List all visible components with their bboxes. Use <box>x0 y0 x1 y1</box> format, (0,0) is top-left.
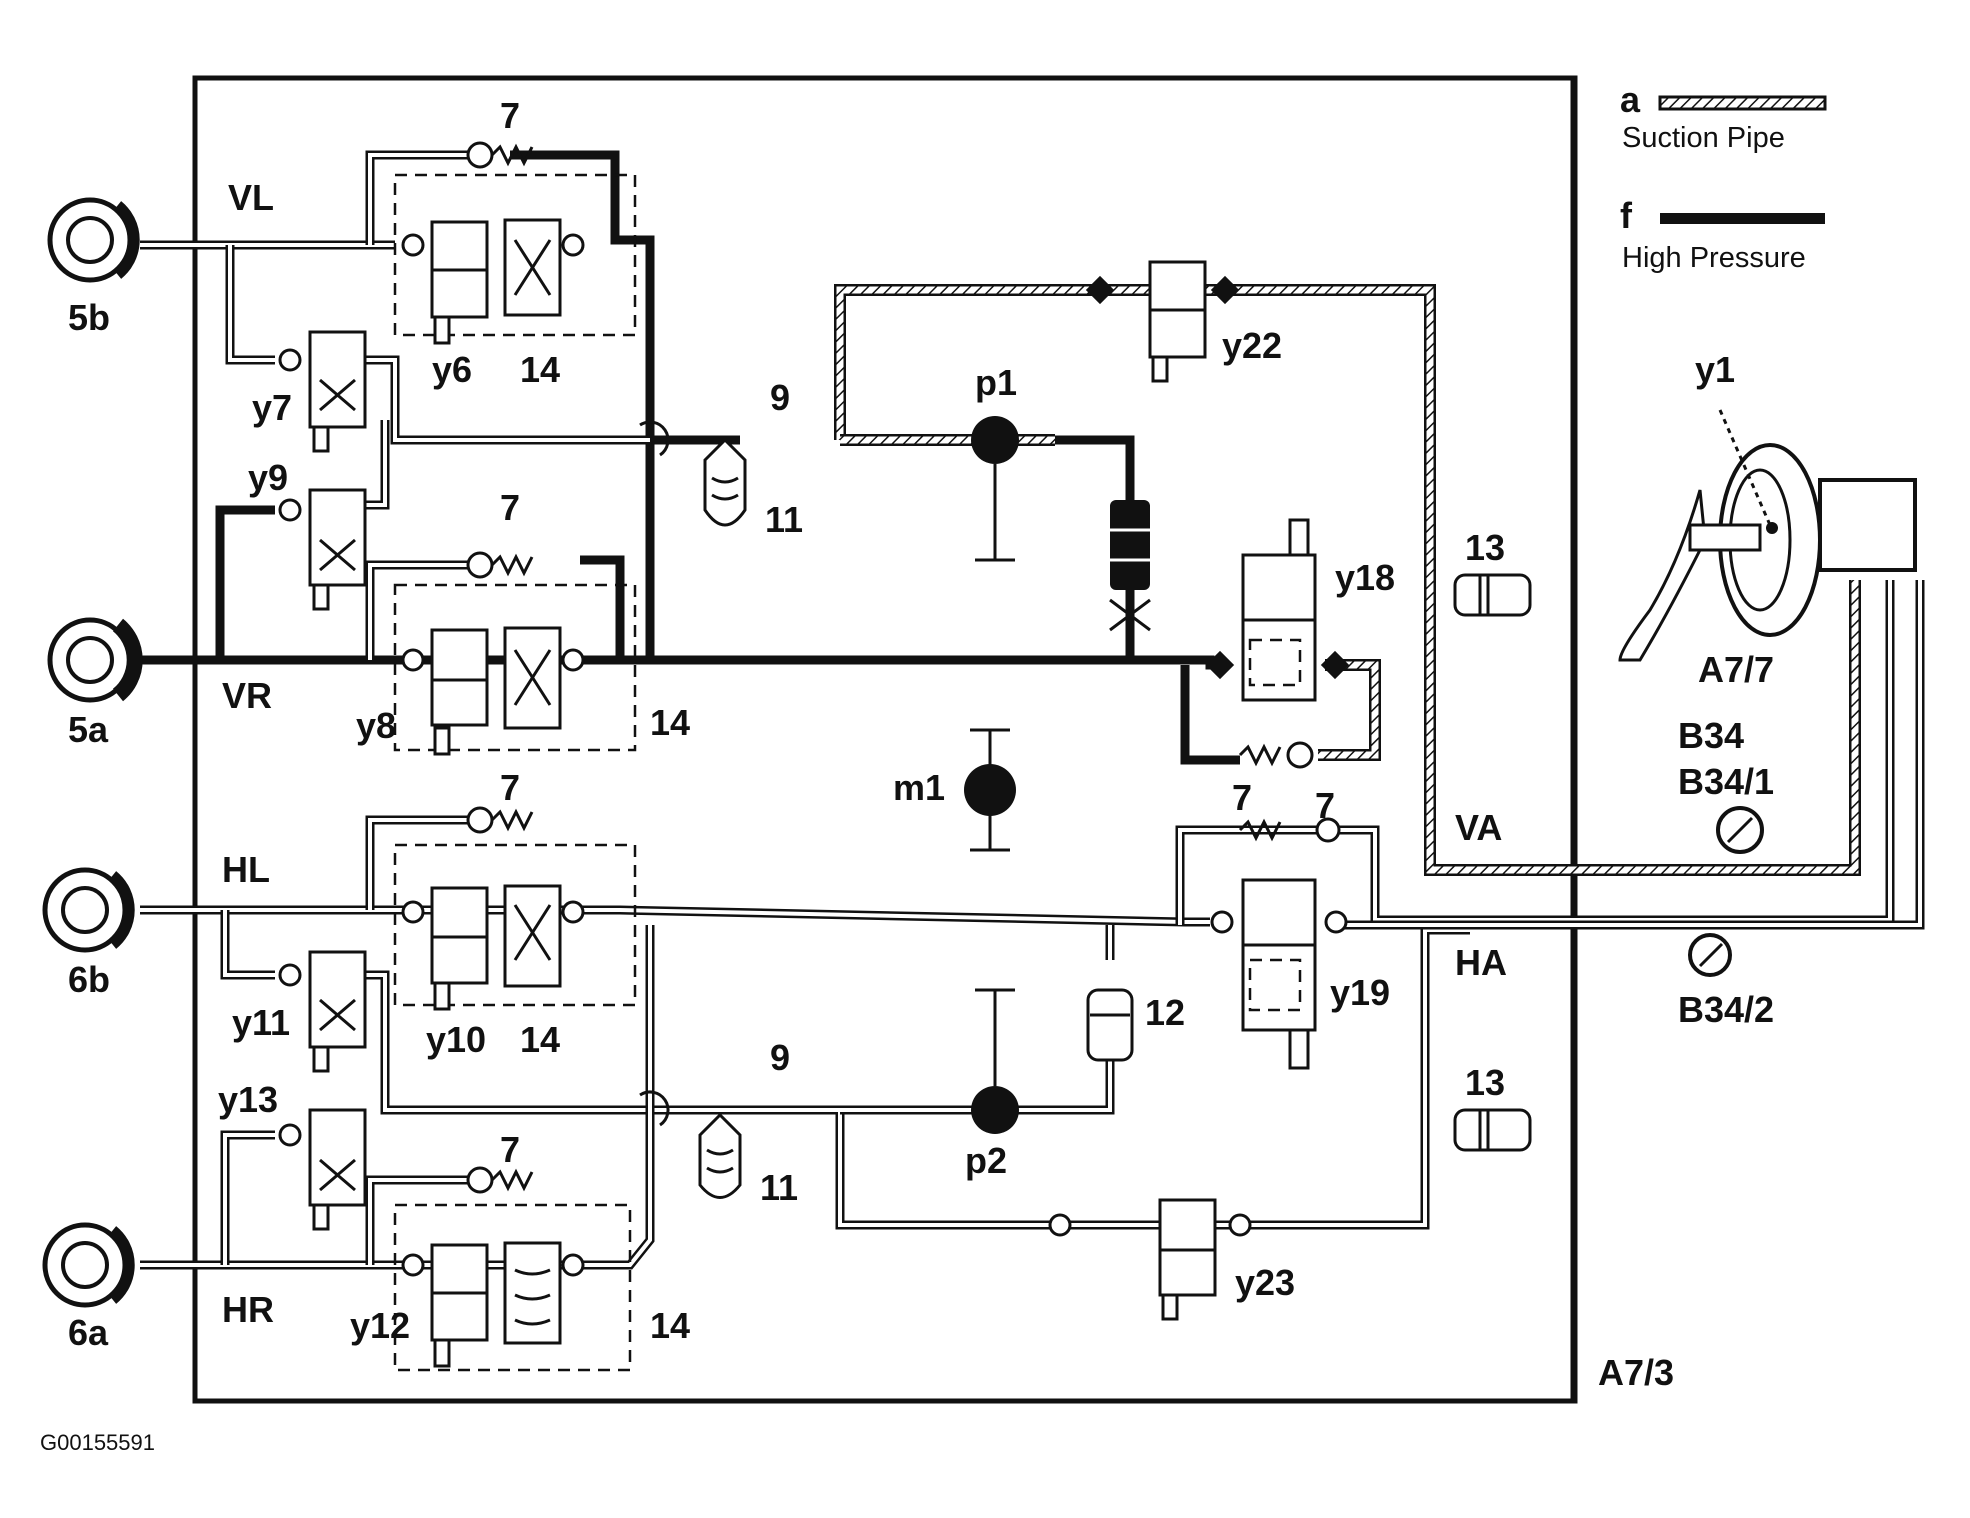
label-damper-jet-9-b: 9 <box>770 1037 790 1078</box>
label-pump-p2: p2 <box>965 1140 1007 1181</box>
label-valve-y13: y13 <box>218 1079 278 1120</box>
label-valve-y6: y6 <box>432 349 472 390</box>
label-valve-y9: y9 <box>248 457 288 498</box>
valve-y18 <box>1205 518 1350 702</box>
legend-suction-key: a <box>1620 79 1641 120</box>
label-check-valve-7-c: 7 <box>500 767 520 808</box>
label-check-valve-7-a: 7 <box>500 95 520 136</box>
label-check-valve-7-b: 7 <box>500 487 520 528</box>
label-valve-y12: y12 <box>350 1305 410 1346</box>
label-motor-m1: m1 <box>893 767 945 808</box>
label-circuit-ha: HA <box>1455 942 1507 983</box>
label-filter-14-c: 14 <box>520 1019 560 1060</box>
label-wheel-front-left: 5b <box>68 297 110 338</box>
wheel-front-left <box>47 197 140 283</box>
label-check-valve-7-f: 7 <box>1315 785 1335 826</box>
label-circuit-vr: VR <box>222 675 272 716</box>
wheel-rear-right <box>42 1222 135 1308</box>
reservoir-lower <box>1453 1108 1532 1152</box>
brake-booster-sketch <box>1618 409 1917 662</box>
label-valve-y22: y22 <box>1222 325 1282 366</box>
label-check-valve-7-d: 7 <box>500 1129 520 1170</box>
line-crossover-upper <box>639 420 670 457</box>
hydraulic-unit-frame <box>192 75 1578 1404</box>
label-pump-p1: p1 <box>975 362 1017 403</box>
label-damper-jet-9-a: 9 <box>770 377 790 418</box>
valve-y23 <box>1048 1198 1252 1321</box>
wheel-front-right <box>47 617 143 703</box>
valve-group-vl <box>393 141 637 345</box>
label-valve-y19: y19 <box>1330 972 1390 1013</box>
label-valve-y8: y8 <box>356 705 396 746</box>
label-filter-14-b: 14 <box>650 702 690 743</box>
filter-front <box>1109 500 1151 632</box>
valve-group-vr <box>393 551 637 756</box>
label-damper-chamber-12: 12 <box>1145 992 1185 1033</box>
label-valve-y18: y18 <box>1335 557 1395 598</box>
pressure-gauge-b34-icon <box>1716 806 1764 854</box>
label-wheel-rear-left: 6b <box>68 959 110 1000</box>
label-valve-y23: y23 <box>1235 1262 1295 1303</box>
accumulator-lower <box>698 1112 742 1199</box>
label-sensor-b34: B34 <box>1678 715 1744 756</box>
legend-high-pressure-label: High Pressure <box>1622 242 1806 274</box>
label-sensor-b34-1: B34/1 <box>1678 761 1774 802</box>
pump-p1 <box>971 416 1019 562</box>
check-valve-upper-right <box>1238 741 1314 769</box>
legend-high-pressure-key: f <box>1620 195 1633 236</box>
label-valve-y10: y10 <box>426 1019 486 1060</box>
wheel-rear-left <box>42 867 135 953</box>
label-circuit-hl: HL <box>222 849 270 890</box>
valve-y22 <box>1085 260 1240 383</box>
label-valve-y7: y7 <box>252 387 292 428</box>
pressure-gauge-b34-2-icon <box>1688 933 1732 977</box>
label-wheel-rear-right: 6a <box>68 1312 109 1353</box>
label-reservoir-13-b: 13 <box>1465 1062 1505 1103</box>
legend-suction-swatch <box>1658 95 1827 111</box>
label-hydraulic-unit: A7/3 <box>1598 1352 1674 1393</box>
accumulator-upper <box>703 437 747 527</box>
valve-y11 <box>278 950 367 1073</box>
legend: a Suction Pipe f High Pressure <box>1620 79 1827 274</box>
label-valve-y11: y11 <box>232 1002 290 1043</box>
label-reservoir-13-a: 13 <box>1465 527 1505 568</box>
label-circuit-hr: HR <box>222 1289 274 1330</box>
reservoir-upper <box>1453 573 1532 617</box>
pump-p2 <box>971 988 1019 1134</box>
valve-y19 <box>1210 817 1348 1070</box>
line-crossover-lower <box>639 1090 670 1127</box>
label-filter-14-d: 14 <box>650 1305 690 1346</box>
label-accumulator-11-a: 11 <box>765 499 803 540</box>
legend-suction-label: Suction Pipe <box>1622 122 1785 154</box>
valve-y13 <box>278 1108 367 1231</box>
label-check-valve-7-e: 7 <box>1232 777 1252 818</box>
label-brake-booster: A7/7 <box>1698 649 1774 690</box>
legend-high-pressure-swatch <box>1660 213 1825 224</box>
label-sensor-b34-2: B34/2 <box>1678 989 1774 1030</box>
valve-group-hl <box>393 806 637 1011</box>
label-wheel-front-right: 5a <box>68 709 109 750</box>
valve-y7 <box>278 330 367 453</box>
motor-m1 <box>964 728 1016 852</box>
label-accumulator-11-b: 11 <box>760 1167 798 1208</box>
valve-group-hr <box>393 1166 632 1372</box>
label-circuit-va: VA <box>1455 807 1502 848</box>
label-filter-14-a: 14 <box>520 349 560 390</box>
brake-lines <box>140 150 1925 1270</box>
valve-y9 <box>278 488 367 611</box>
label-valve-y1: y1 <box>1695 349 1735 390</box>
label-circuit-vl: VL <box>228 177 274 218</box>
damper-chamber-12 <box>1086 988 1134 1062</box>
labels: 5b 5a 6b 6a VL VR HL HR VA HA 7 7 7 7 7 … <box>40 95 1774 1455</box>
figure-id: G00155591 <box>40 1430 155 1455</box>
